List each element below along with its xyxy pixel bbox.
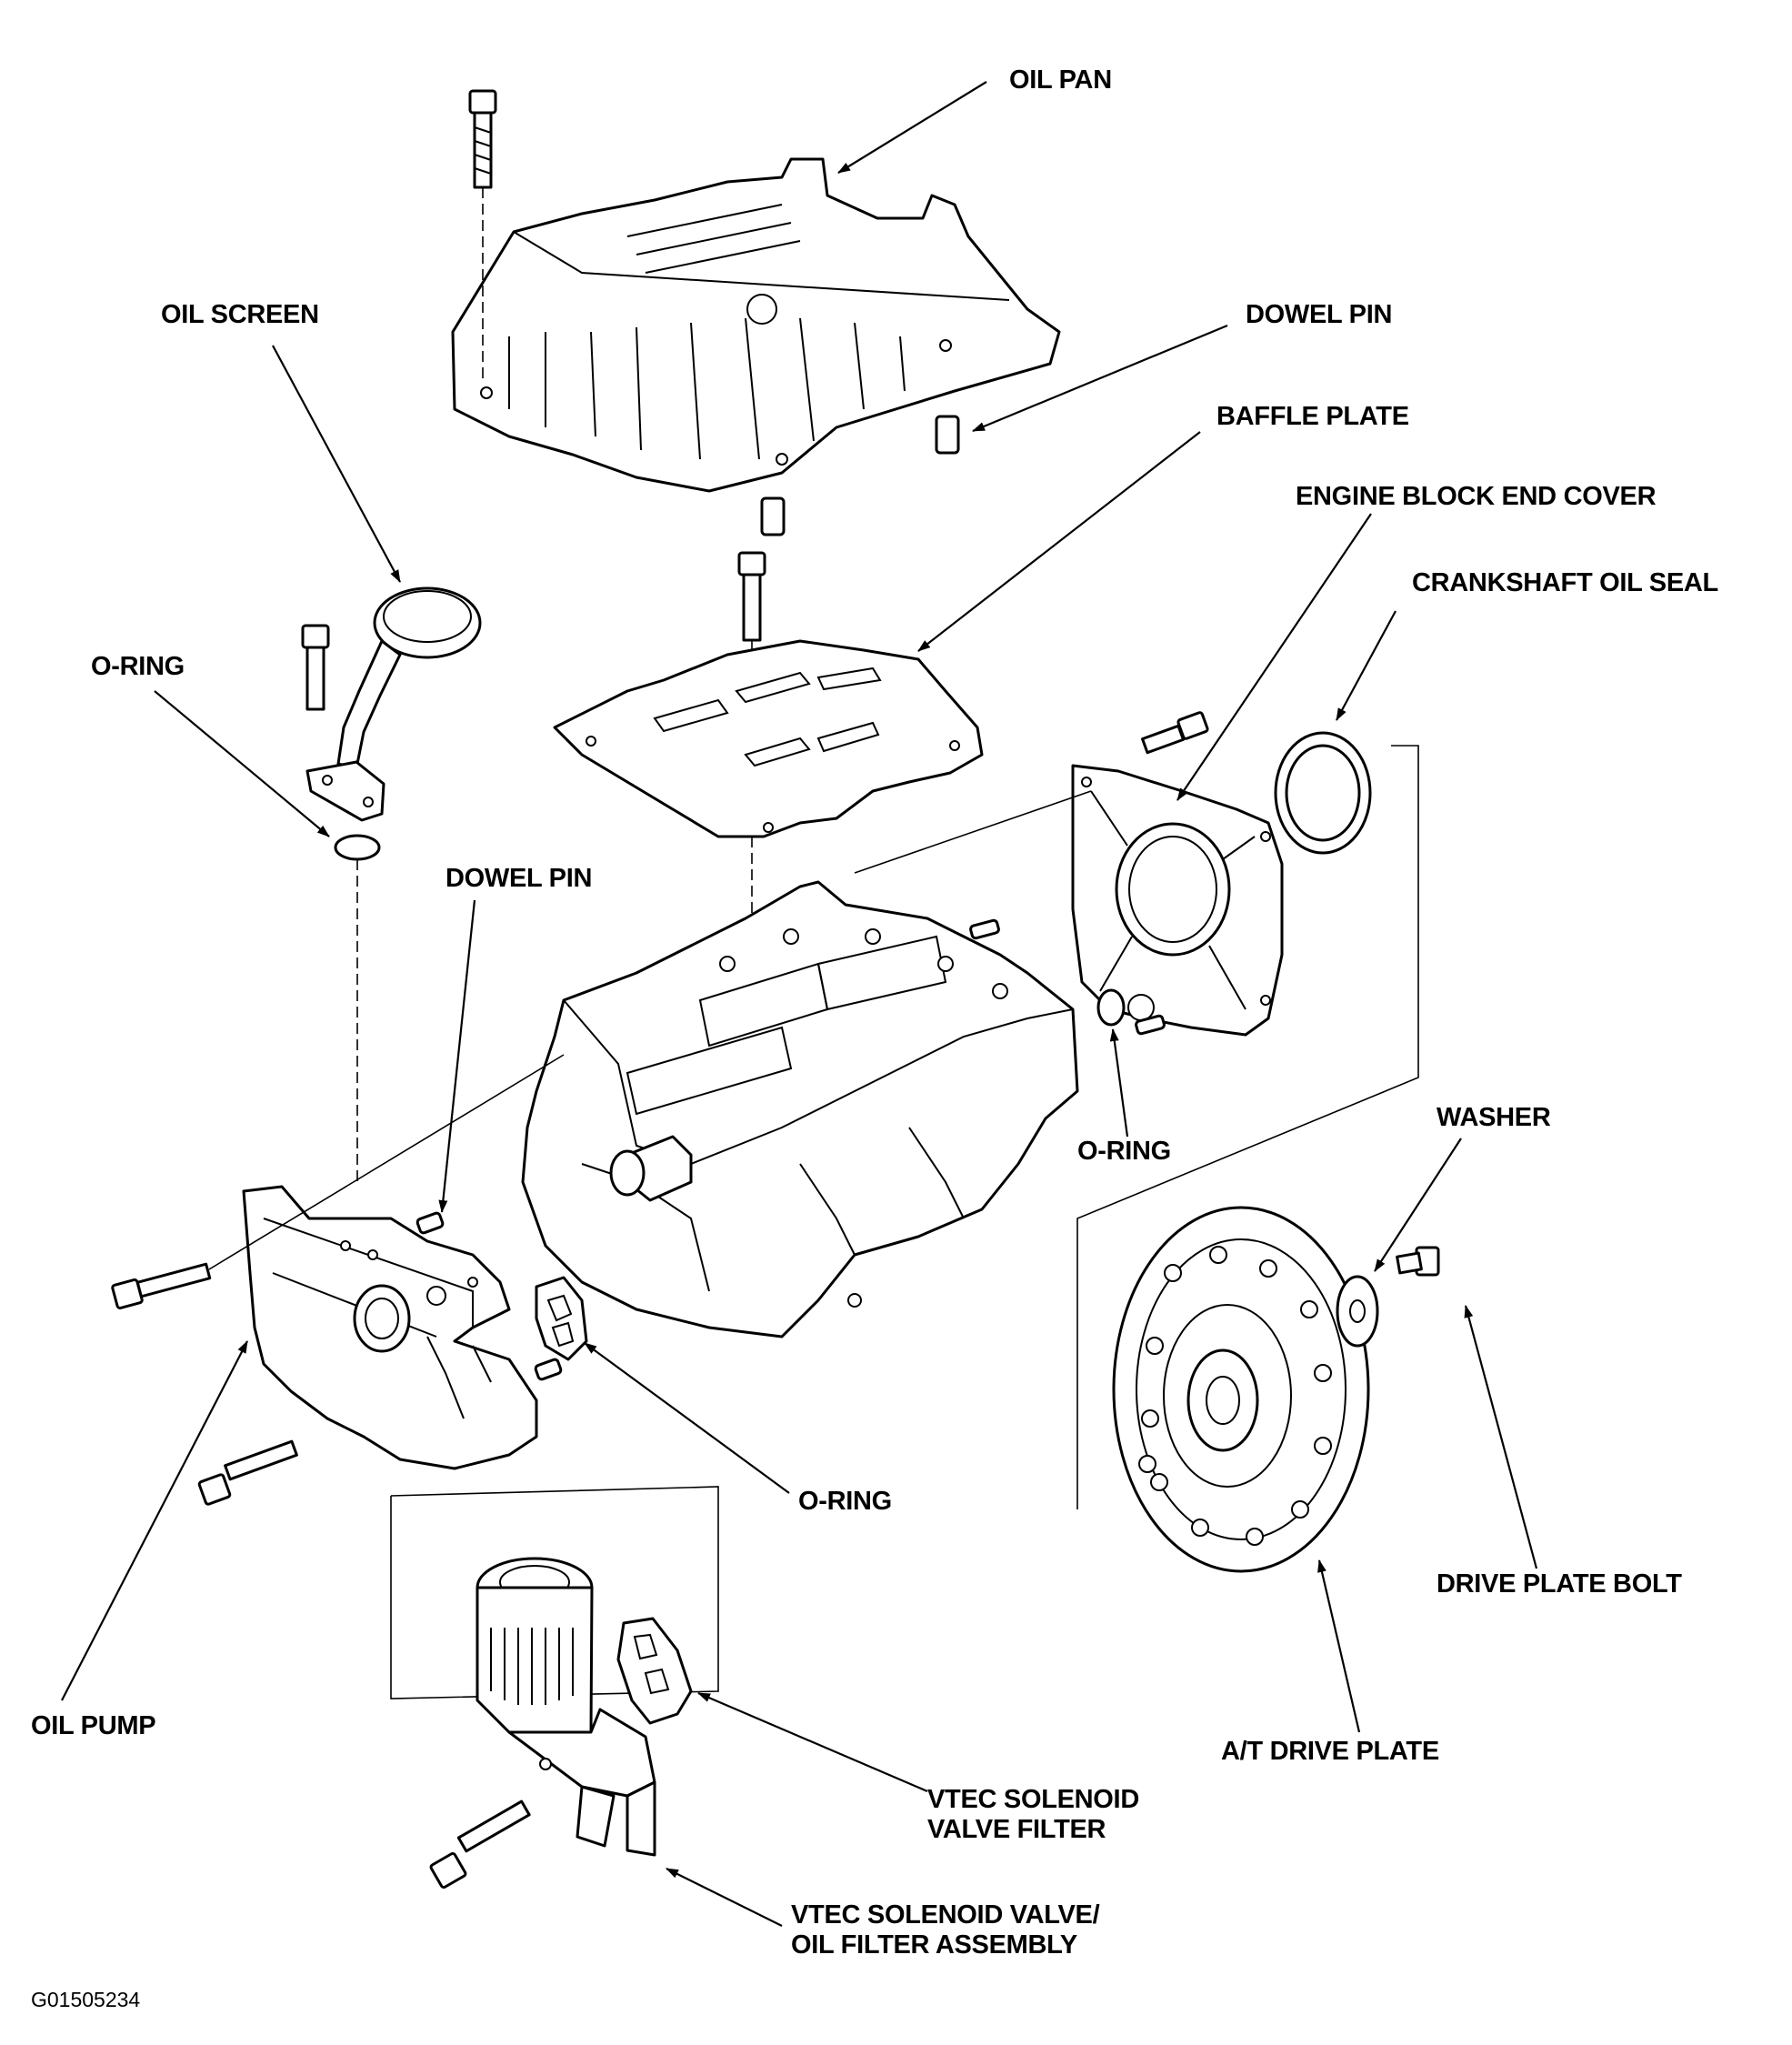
label-oil-pan: OIL PAN — [1009, 65, 1112, 95]
label-vtec-assembly-line1: VTEC SOLENOID VALVE/ — [791, 1900, 1100, 1930]
dowel-pin-top-drawing — [935, 415, 960, 455]
oil-screen-bolt-drawing — [301, 624, 330, 711]
label-washer: WASHER — [1437, 1103, 1551, 1132]
engine-block-end-cover-drawing — [1071, 764, 1284, 1037]
oil-screen-drawing — [305, 586, 482, 822]
label-vtec-filter-line1: VTEC SOLENOID — [927, 1785, 1139, 1814]
label-o-ring-left: O-RING — [91, 652, 185, 681]
label-oil-pump: OIL PUMP — [31, 1711, 156, 1740]
dowel-pin-pan-drawing — [760, 496, 786, 536]
end-cover-bolt-drawing — [1141, 711, 1209, 755]
label-crankshaft-oil-seal: CRANKSHAFT OIL SEAL — [1412, 568, 1718, 597]
o-ring-right-drawing — [1096, 988, 1126, 1027]
label-at-drive-plate: A/T DRIVE PLATE — [1221, 1737, 1439, 1766]
engine-block-drawing — [521, 880, 1079, 1338]
drive-plate-bolt-drawing — [1396, 1246, 1440, 1277]
label-vtec-assembly-line2: OIL FILTER ASSEMBLY — [791, 1930, 1077, 1960]
o-ring-left-drawing — [334, 834, 381, 861]
vtec-assembly-drawing — [476, 1557, 656, 1857]
figure-id: G01505234 — [31, 1988, 141, 2011]
end-cover-dowel-top-drawing — [969, 918, 1000, 940]
oil-pump-dowel-drawing — [534, 1358, 563, 1381]
label-drive-plate-bolt: DRIVE PLATE BOLT — [1437, 1569, 1682, 1599]
label-oil-screen: OIL SCREEN — [161, 300, 319, 329]
label-engine-block-end-cover: ENGINE BLOCK END COVER — [1296, 482, 1657, 511]
oil-pan-bolt-drawing — [468, 89, 497, 382]
baffle-plate-drawing — [553, 639, 984, 838]
oil-pump-bolt-lower-drawing — [197, 1439, 298, 1506]
label-dowel-pin-mid: DOWEL PIN — [445, 864, 593, 893]
label-o-ring-right: O-RING — [1077, 1137, 1171, 1166]
label-baffle-plate: BAFFLE PLATE — [1216, 402, 1409, 431]
washer-drawing — [1336, 1275, 1379, 1348]
oil-pump-drawing — [242, 1185, 538, 1470]
at-drive-plate-drawing — [1112, 1206, 1370, 1573]
crankshaft-oil-seal-drawing — [1274, 731, 1372, 855]
label-vtec-filter-line2: VALVE FILTER — [927, 1815, 1106, 1844]
oil-pan-drawing — [451, 157, 1061, 493]
oil-pump-bolt-upper-drawing — [111, 1262, 212, 1310]
end-cover-dowel-bottom-drawing — [1135, 1014, 1166, 1036]
vtec-bolt-drawing — [429, 1799, 531, 1890]
label-o-ring-bottom: O-RING — [798, 1487, 892, 1516]
dowel-pin-mid-drawing — [415, 1211, 445, 1235]
label-dowel-pin-top: DOWEL PIN — [1246, 300, 1393, 329]
